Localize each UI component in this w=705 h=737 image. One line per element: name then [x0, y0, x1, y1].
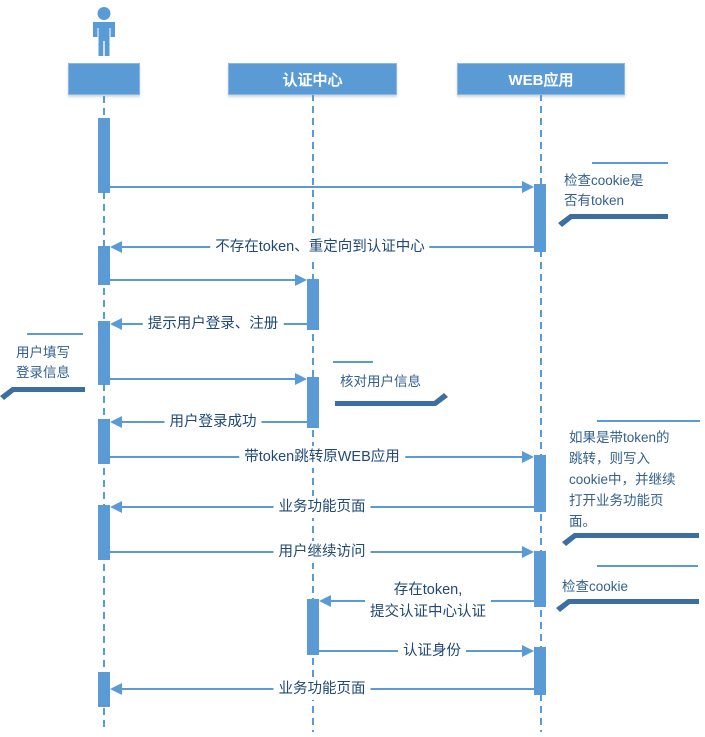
- arrowhead-right-icon: [522, 451, 534, 463]
- message-arrow-1: [110, 186, 523, 188]
- arrowhead-left-icon: [110, 501, 122, 513]
- message-arrow-3: [110, 279, 296, 281]
- note-topline-5: [597, 565, 698, 567]
- note-topline-2: [27, 333, 83, 335]
- arrowhead-left-icon: [110, 683, 122, 695]
- arrowhead-left-icon: [110, 241, 122, 253]
- message-label-2: 不存在token、重定向到认证中心: [210, 236, 430, 258]
- activation-bar-auth-2: [307, 377, 319, 428]
- note-check-cookie: 检查cookie: [562, 579, 629, 594]
- activation-bar-user-2: [98, 246, 110, 285]
- message-label-11: 认证身份: [398, 640, 466, 662]
- activation-bar-web-2: [534, 455, 546, 512]
- activation-bar-user-3: [98, 321, 110, 385]
- message-label-6: 用户登录成功: [164, 411, 262, 433]
- activation-bar-web-3: [534, 551, 546, 607]
- activation-bar-user-6: [98, 672, 110, 707]
- message-label-8: 业务功能页面: [273, 496, 371, 518]
- lifeline-header-user: [68, 63, 140, 95]
- arrowhead-left-icon: [110, 318, 122, 330]
- lifeline-web: [540, 94, 542, 732]
- note-user-fills-login: 用户填写 登录信息: [16, 345, 70, 380]
- note-topline-4: [597, 420, 700, 422]
- note-bracket-icon: [558, 214, 668, 227]
- arrowhead-right-icon: [295, 373, 307, 385]
- note-bracket-icon: [335, 393, 448, 406]
- arrowhead-right-icon: [522, 181, 534, 193]
- activation-bar-auth-3: [307, 599, 319, 655]
- activation-bar-web-1: [534, 184, 546, 252]
- note-bracket-icon: [562, 533, 699, 546]
- arrowhead-left-icon: [110, 416, 122, 428]
- message-label-7: 带token跳转原WEB应用: [239, 446, 405, 468]
- note-topline-1: [592, 162, 668, 164]
- message-label-10: 存在token, 提交认证中心认证: [365, 579, 491, 623]
- arrowhead-right-icon: [522, 546, 534, 558]
- lifeline-label-web: WEB应用: [508, 71, 574, 89]
- activation-bar-user-5: [98, 505, 110, 560]
- note-check-cookie-token: 检查cookie是 否有token: [564, 173, 644, 208]
- note-token-redirect-write-cookie: 如果是带token的 跳转，则写入 cookie中，并继续 打开业务功能页 面。: [569, 430, 676, 529]
- lifeline-user: [103, 96, 105, 732]
- message-label-4: 提示用户登录、注册: [142, 313, 284, 335]
- actor-icon: [93, 7, 115, 56]
- lifeline-header-web: WEB应用: [457, 63, 625, 95]
- note-topline-3: [333, 361, 373, 363]
- arrowhead-right-icon: [295, 274, 307, 286]
- activation-bar-user-4: [98, 419, 110, 464]
- arrowhead-right-icon: [522, 645, 534, 657]
- activation-bar-web-4: [534, 647, 546, 695]
- note-verify-user-info: 核对用户信息: [340, 374, 421, 389]
- lifeline-label-auth: 认证中心: [282, 71, 343, 89]
- activation-bar-user-1: [98, 118, 110, 193]
- message-label-12: 业务功能页面: [273, 678, 371, 700]
- lifeline-header-auth: 认证中心: [228, 63, 397, 95]
- message-label-9: 用户继续访问: [273, 541, 371, 563]
- arrowhead-left-icon: [319, 595, 331, 607]
- note-bracket-icon: [0, 387, 85, 400]
- note-bracket-icon: [556, 599, 699, 612]
- message-arrow-5: [110, 378, 296, 380]
- activation-bar-auth-1: [307, 279, 319, 330]
